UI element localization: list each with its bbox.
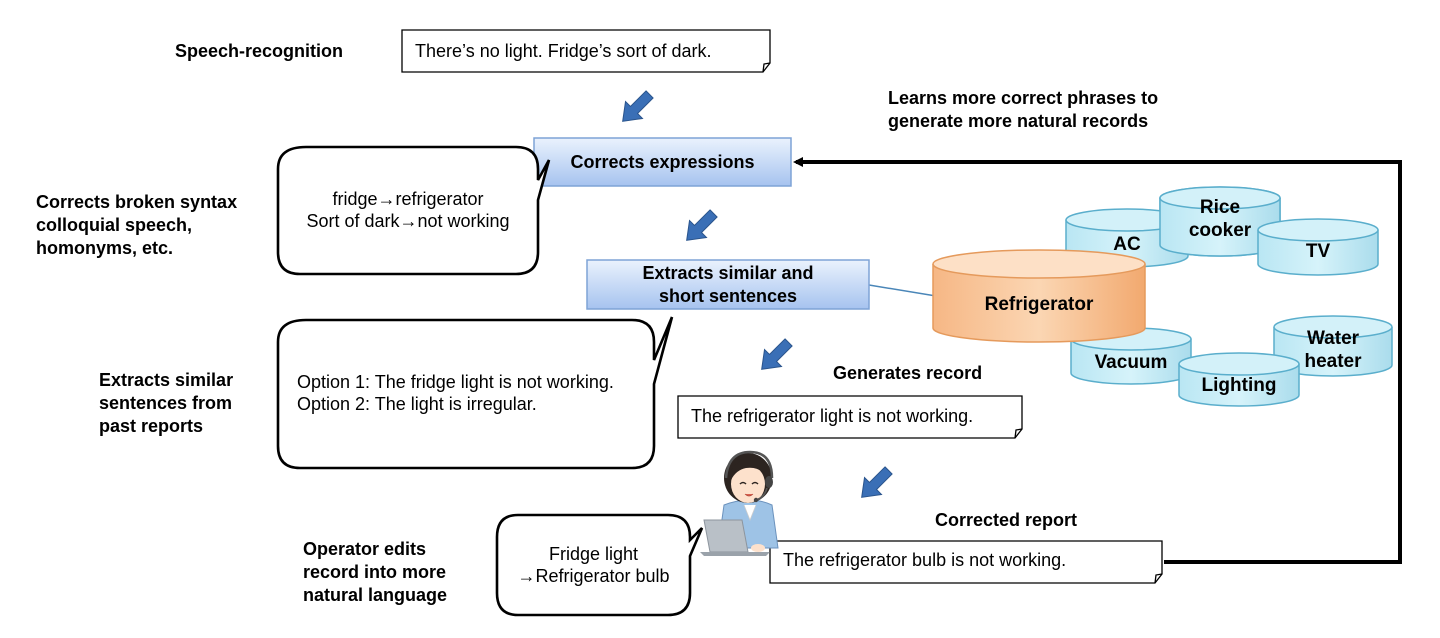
operator-edit-line-2: →Refrigerator bulb xyxy=(517,566,670,586)
db-water-heater-line-1: Water xyxy=(1306,328,1360,349)
db-rice-cooker-line-1: Rice xyxy=(1199,197,1241,218)
db-tv-label: TV xyxy=(1305,241,1331,262)
operator-callout-text: Fridge light →Refrigerator bulb xyxy=(499,543,688,587)
extracts-similar-line-2: sentences from xyxy=(99,393,233,413)
db-rice-cooker-label: Rice cooker xyxy=(1160,196,1280,242)
learns-label-line-1: Learns more correct phrases to xyxy=(888,88,1159,108)
record-text: The refrigerator light is not working. xyxy=(691,406,974,426)
db-tv-shape xyxy=(1257,218,1379,276)
extracts-similar-line-3: past reports xyxy=(99,416,204,436)
report-doc-shape xyxy=(769,540,1163,584)
block-arrow-3 xyxy=(761,338,793,370)
db-lighting-shape xyxy=(1178,352,1300,407)
options-callout-shape xyxy=(276,316,674,470)
operator-edits-line-1: Operator edits xyxy=(303,539,427,559)
db-vacuum-label: Vacuum xyxy=(1094,352,1168,373)
options-callout-text: Option 1: The fridge light is not workin… xyxy=(297,371,614,415)
db-connector-line xyxy=(868,284,937,297)
corrects-expressions-box xyxy=(533,137,792,187)
db-lighting-label: Lighting xyxy=(1201,375,1277,396)
corrects-broken-label: Corrects broken syntax colloquial speech… xyxy=(36,191,237,260)
db-water-heater-line-2: heater xyxy=(1304,351,1362,372)
report-text: The refrigerator bulb is not working. xyxy=(783,550,1067,570)
learns-label-line-2: generate more natural records xyxy=(888,111,1149,131)
block-arrow-1 xyxy=(622,90,654,122)
corrects-expressions-label: Corrects expressions xyxy=(570,151,755,172)
speech-recognition-label: Speech-recognition xyxy=(175,41,344,61)
option-line-2: Option 2: The light is irregular. xyxy=(297,394,537,414)
operator-edit-line-1: Fridge light xyxy=(548,544,639,564)
db-water-heater-label: Water heater xyxy=(1274,327,1392,373)
corrections-callout-shape xyxy=(276,145,551,276)
learns-label: Learns more correct phrases to generate … xyxy=(888,87,1158,133)
extracts-similar-label: Extracts similar sentences from past rep… xyxy=(99,369,233,438)
speech-text: There’s no light. Fridge’s sort of dark. xyxy=(415,41,712,61)
extracts-sentences-label: Extracts similar and short sentences xyxy=(587,260,869,309)
db-rice-cooker-line-2: cooker xyxy=(1188,220,1252,241)
operator-edits-line-3: natural language xyxy=(303,585,448,605)
option-line-1: Option 1: The fridge light is not workin… xyxy=(297,372,614,392)
feedback-loop-arrow xyxy=(793,157,1402,564)
corrections-callout-text: fridge→refrigerator Sort of dark→not wor… xyxy=(280,188,536,232)
extracts-sentences-line-2: short sentences xyxy=(658,285,798,306)
extracts-sentences-box xyxy=(586,259,870,310)
operator-edits-label: Operator edits record into more natural … xyxy=(303,538,447,607)
operator-with-headset-icon xyxy=(700,450,779,556)
generates-record-label: Generates record xyxy=(833,363,983,383)
block-arrow-2 xyxy=(686,209,718,241)
corrects-broken-line-3: homonyms, etc. xyxy=(36,238,174,258)
db-water-heater-shape xyxy=(1273,315,1393,377)
record-doc-shape xyxy=(677,395,1023,439)
corrects-broken-line-1: Corrects broken syntax xyxy=(36,192,238,212)
db-rice-cooker-front xyxy=(1159,186,1281,257)
operator-edits-line-2: record into more xyxy=(303,562,447,582)
operator-callout-shape xyxy=(495,513,704,617)
extracts-similar-line-1: Extracts similar xyxy=(99,370,234,390)
corrected-report-label: Corrected report xyxy=(935,510,1078,530)
db-refrigerator-shape xyxy=(932,249,1146,343)
corrects-broken-line-2: colloquial speech, xyxy=(36,215,193,235)
db-ac-label: AC xyxy=(1113,234,1141,255)
db-refrigerator-label: Refrigerator xyxy=(984,294,1094,315)
extracts-sentences-line-1: Extracts similar and xyxy=(642,262,814,283)
block-arrow-4 xyxy=(861,466,893,498)
speech-doc-shape xyxy=(401,29,771,73)
correction-line-1: fridge→refrigerator xyxy=(332,189,484,209)
correction-line-2: Sort of dark→not working xyxy=(306,211,510,231)
